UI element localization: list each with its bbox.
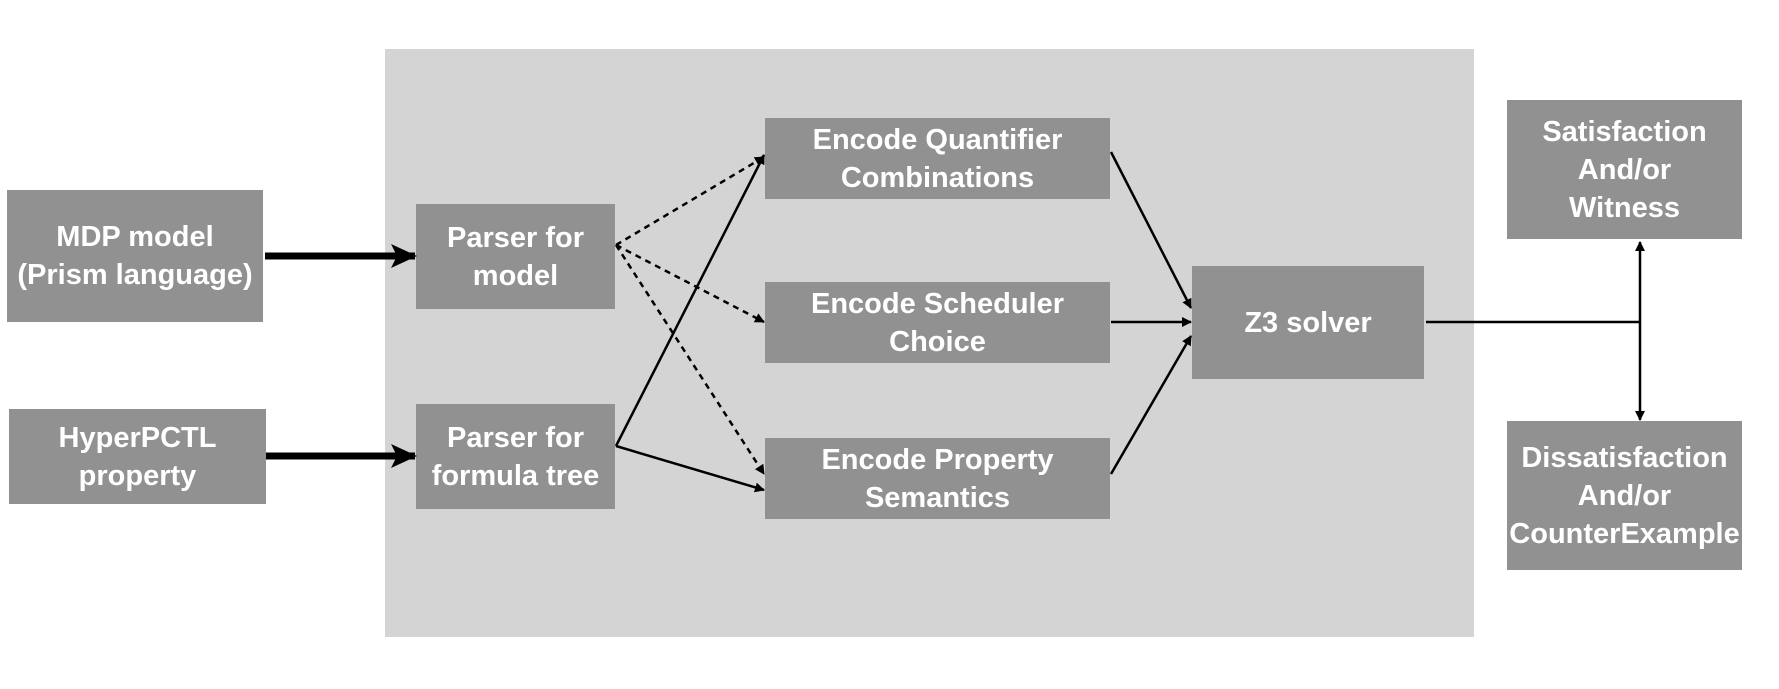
node-encode-property-label: Encode Property Semantics bbox=[821, 443, 1054, 514]
edge-parser-formula-to-property bbox=[615, 444, 765, 493]
node-hyperpctl-property: HyperPCTL property bbox=[9, 409, 266, 504]
node-parser-for-model: Parser for model bbox=[416, 204, 615, 309]
edge-parser-model-to-scheduler bbox=[615, 243, 765, 324]
node-satisfaction-witness: Satisfaction And/or Witness bbox=[1507, 100, 1742, 239]
node-parser-for-formula-tree: Parser for formula tree bbox=[416, 404, 615, 509]
node-z3-solver: Z3 solver bbox=[1192, 266, 1424, 379]
node-satisfaction-label: Satisfaction And/or Witness bbox=[1542, 115, 1707, 224]
node-dissatisfaction-counterexample: Dissatisfaction And/or CounterExample bbox=[1507, 421, 1742, 570]
node-z3-label: Z3 solver bbox=[1244, 306, 1372, 339]
edge-parser-formula-to-quantifier bbox=[614, 154, 766, 447]
node-dissatisfaction-label: Dissatisfaction And/or CounterExample bbox=[1509, 441, 1740, 550]
edge-property-to-z3 bbox=[1109, 335, 1193, 475]
edge-parser-model-to-quantifier bbox=[615, 155, 765, 247]
node-encode-quantifier-label: Encode Quantifier Combinations bbox=[812, 123, 1063, 194]
edge-quantifier-to-z3 bbox=[1109, 151, 1193, 309]
node-encode-scheduler-label: Encode Scheduler Choice bbox=[810, 287, 1064, 358]
node-encode-property-semantics: Encode Property Semantics bbox=[765, 438, 1110, 519]
node-encode-scheduler-choice: Encode Scheduler Choice bbox=[765, 282, 1110, 363]
node-parser-formula-label: Parser for formula tree bbox=[431, 421, 600, 492]
node-parser-model-label: Parser for model bbox=[446, 221, 584, 292]
edge-parser-model-to-property bbox=[614, 244, 766, 475]
node-mdp-model-label: MDP model (Prism language) bbox=[17, 221, 253, 291]
node-encode-quantifier-combinations: Encode Quantifier Combinations bbox=[765, 118, 1110, 199]
node-hyperpctl-label: HyperPCTL property bbox=[58, 421, 217, 492]
node-mdp-model: MDP model (Prism language) bbox=[7, 190, 263, 322]
